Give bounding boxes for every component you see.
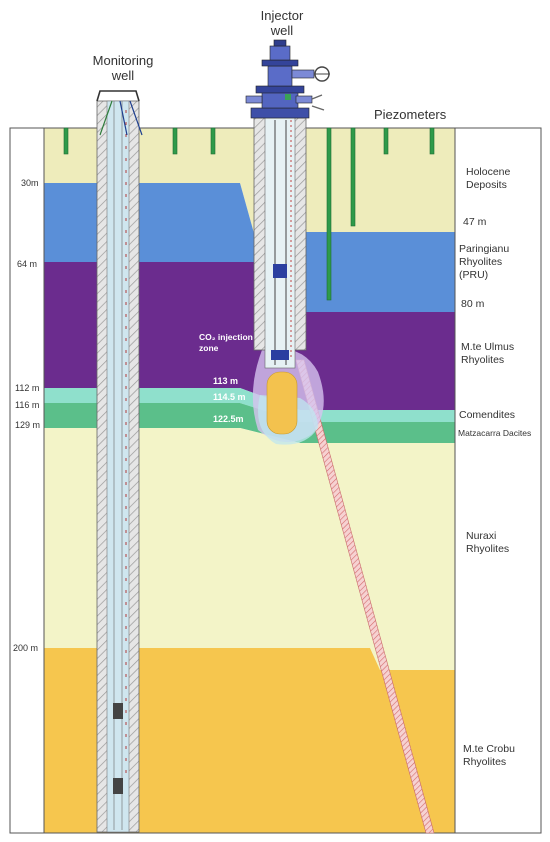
wellhead-side-rod xyxy=(311,105,325,111)
unit-base-depth: 80 m xyxy=(461,298,485,310)
unit-label-nuraxi-line-1: Nuraxi xyxy=(466,530,497,542)
monitoring-well-packer xyxy=(113,778,123,794)
wellhead-valve-body xyxy=(267,65,293,87)
piezometer-3 xyxy=(210,127,216,155)
wellhead-side-rod xyxy=(311,94,323,100)
monitoring-well-head xyxy=(96,90,140,102)
injector-well-packer xyxy=(271,350,289,360)
wellhead-flange xyxy=(255,85,305,94)
injector-well-bore xyxy=(264,117,296,369)
depth-mark: 64 m xyxy=(17,259,38,269)
wellhead-green-fitting xyxy=(285,94,291,100)
unit-label-paringianu-line-2: Rhyolites xyxy=(459,256,503,268)
unit-label-holocene: Holocene Deposits xyxy=(466,166,510,192)
injector-well-title-line-1: Injector xyxy=(260,8,304,23)
injection-interval xyxy=(266,371,298,435)
monitoring-well-title-line-2: well xyxy=(111,68,135,83)
depth-mark: 116 m xyxy=(15,400,40,410)
unit-label-nuraxi: Nuraxi Rhyolites xyxy=(466,530,509,556)
depth-mark: 112 m xyxy=(15,383,40,393)
piezometers-title: Piezometers xyxy=(374,107,447,122)
piezometer-7 xyxy=(429,127,435,155)
monitoring-well-cable xyxy=(119,100,128,136)
wellhead-valve-body xyxy=(269,45,291,61)
layer-crobu xyxy=(44,648,455,833)
wellhead-flange xyxy=(261,59,299,67)
unit-label-matzacarra: Matzacarra Dacites xyxy=(458,428,532,438)
piezometer-6 xyxy=(383,127,389,155)
unit-label-column xyxy=(454,127,542,834)
unit-label-nuraxi-line-2: Rhyolites xyxy=(466,543,510,555)
piezometer-4 xyxy=(326,127,332,301)
injection-depth-label: 113 m xyxy=(213,376,239,386)
depth-mark: 30m xyxy=(21,178,39,188)
piezometer-2 xyxy=(172,127,178,155)
piezometer-5 xyxy=(350,127,356,227)
unit-label-paringianu-line-1: Paringianu xyxy=(459,243,510,255)
unit-label-comendites: Comendites xyxy=(459,409,516,421)
injection-depth-label: 114.5 m xyxy=(213,392,246,402)
unit-label-paringianu-line-3: (PRU) xyxy=(459,269,489,281)
depth-mark: 200 m xyxy=(13,643,39,653)
unit-label-crobu-line-2: Rhyolites xyxy=(463,756,507,768)
wellhead-side-pipe xyxy=(291,69,315,79)
piezometers xyxy=(63,127,435,301)
co2-injection-zone-label: CO₂ injection zone xyxy=(199,332,253,354)
wellhead-side-pipe xyxy=(245,95,263,104)
injector-well-title: Injector well xyxy=(260,8,304,38)
layer-paringianu xyxy=(44,183,262,262)
layer-paringianu-east xyxy=(300,232,455,312)
unit-label-ulmus: M.te Ulmus Rhyolites xyxy=(461,341,514,367)
injector-well-packer xyxy=(273,264,287,278)
monitoring-well-cable xyxy=(99,100,113,136)
monitoring-well-packer xyxy=(113,703,123,719)
unit-label-ulmus-line-1: M.te Ulmus xyxy=(461,341,515,353)
unit-label-ulmus-line-2: Rhyolites xyxy=(461,354,505,366)
co2-plume xyxy=(252,348,324,445)
injection-depth-label: 122.5m xyxy=(213,414,244,424)
wellhead-flange xyxy=(250,107,310,119)
unit-label-holocene-line-1: Holocene xyxy=(466,166,511,178)
layer-matzacarra xyxy=(44,403,455,443)
wellhead-spool xyxy=(261,91,299,109)
injector-well-title-line-2: well xyxy=(270,23,294,38)
unit-label-paringianu: Paringianu Rhyolites (PRU) xyxy=(459,243,509,282)
monitoring-well-title: Monitoring well xyxy=(88,53,158,83)
unit-label-holocene-line-2: Deposits xyxy=(466,179,507,191)
section-frame xyxy=(43,127,456,834)
depth-mark: 129 m xyxy=(15,420,41,430)
wellhead-cap xyxy=(273,39,287,47)
unit-label-crobu-line-1: M.te Crobu xyxy=(463,743,515,755)
injector-wellhead xyxy=(245,39,330,119)
wellhead-gauge xyxy=(295,95,313,104)
layer-comendites xyxy=(44,388,455,422)
monitoring-well-bore xyxy=(106,100,130,833)
monitoring-well-title-line-1: Monitoring xyxy=(92,53,154,68)
co2-injection-zone-label-line-1: CO₂ injection xyxy=(199,332,253,342)
unit-base-depth: 47 m xyxy=(463,216,487,228)
co2-injection-zone-label-line-2: zone xyxy=(199,343,219,353)
monitoring-well-cable xyxy=(129,100,143,136)
piezometer-1 xyxy=(63,127,69,155)
depth-column xyxy=(9,127,45,834)
unit-label-crobu: M.te Crobu Rhyolites xyxy=(463,743,515,769)
layer-ulmus xyxy=(44,262,455,410)
layer-nuraxi xyxy=(44,428,455,670)
monitoring-well xyxy=(96,90,143,833)
injector-well xyxy=(253,117,307,369)
